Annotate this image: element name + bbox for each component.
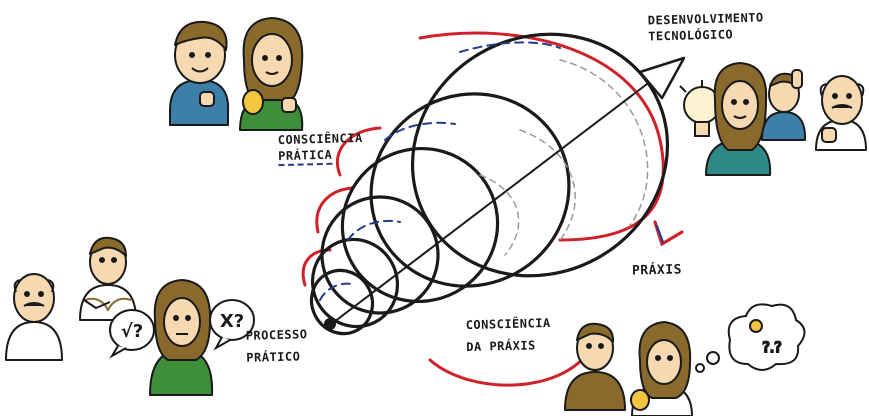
label-processo-line2: PRÁTICO [246, 345, 308, 369]
person-man-right-thumbsup [762, 70, 805, 140]
lightbulb-icon [631, 390, 649, 410]
label-praxis: PRÁXIS [632, 262, 682, 279]
label-consciencia-pratica: CONSCIÊNCIA PRÁTICA [278, 130, 364, 166]
speech-bubble-check-text: √? [121, 321, 143, 342]
person-man-top-left [170, 22, 228, 125]
label-desenvolvimento-line1: DESENVOLVIMENTO [648, 9, 764, 28]
label-desenvolvimento-tecnologico: DESENVOLVIMENTO TECNOLÓGICO [648, 9, 765, 44]
lightbulb-icon [243, 90, 263, 114]
speech-bubble-x-text: X? [220, 311, 244, 332]
blue-dashed-strokes [320, 42, 560, 300]
label-praxis-text: PRÁXIS [632, 262, 682, 279]
label-desenvolvimento-line2: TECNOLÓGICO [648, 25, 764, 44]
arrow-head-icon [640, 58, 684, 98]
person-woman-right [706, 63, 770, 175]
person-woman-bottom-left [150, 280, 212, 395]
person-woman-top-left [240, 18, 302, 130]
label-processo-line1: PROCESSO [245, 323, 307, 347]
person-bald-man-right [816, 76, 866, 150]
lightbulb-icon [750, 320, 762, 332]
person-woman-bottom-right [631, 322, 692, 416]
label-consciencia-pratica-line1: CONSCIÊNCIA [278, 130, 363, 148]
person-man-bottom-left-pointing [80, 238, 136, 320]
label-consciencia-praxis-line2: DA PRÁXIS [466, 334, 552, 358]
speech-bubble-check: √? [110, 310, 154, 356]
thought-bubble-icon: ?.? [696, 304, 805, 372]
label-consciencia-praxis-line1: CONSCIÊNCIA [465, 312, 551, 336]
central-arrow-shaft [334, 68, 668, 322]
label-consciencia-pratica-line2: PRÁTICA [278, 147, 333, 166]
thought-bubble-text: ?.? [762, 340, 781, 356]
label-processo-pratico: PROCESSO PRÁTICO [245, 323, 308, 369]
label-consciencia-da-praxis: CONSCIÊNCIA DA PRÁXIS [465, 312, 551, 358]
process-start-dot-icon [324, 318, 336, 330]
person-bald-man-bottom-left [6, 274, 62, 360]
